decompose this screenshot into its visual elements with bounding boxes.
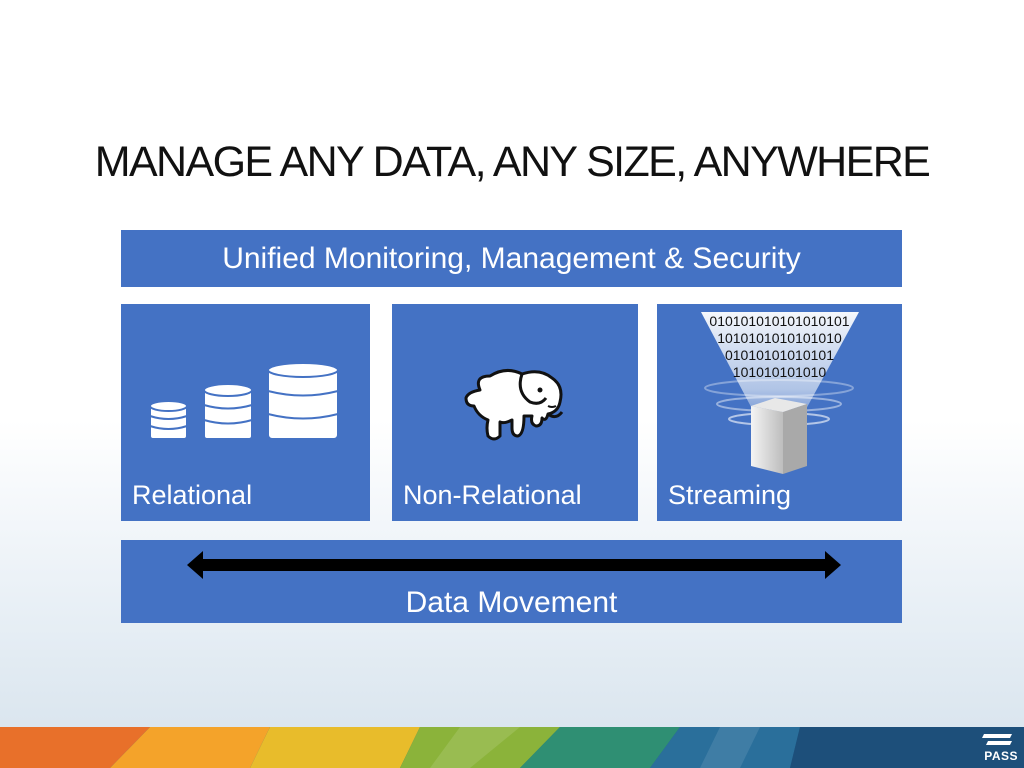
database-stack-icon (149, 362, 339, 440)
data-movement-panel: Data Movement (121, 540, 902, 623)
hadoop-elephant-icon (464, 369, 564, 441)
data-movement-label: Data Movement (405, 586, 618, 619)
pass-logo-text: PASS (984, 749, 1018, 763)
unified-monitoring-label: Unified Monitoring, Management & Securit… (222, 242, 801, 275)
relational-box: Relational (121, 304, 370, 521)
unified-monitoring-panel: Unified Monitoring, Management & Securit… (121, 230, 902, 287)
non-relational-label: Non-Relational (403, 480, 582, 510)
binary-stream-funnel-icon (701, 312, 859, 474)
streaming-label: Streaming (668, 480, 792, 510)
double-arrow-icon (187, 551, 841, 579)
binary-line-3: 01010101010101 (724, 347, 834, 363)
pass-logo-icon (982, 734, 1012, 745)
binary-line-2: 1010101010101010 (717, 330, 842, 346)
footer-color-band (0, 727, 1024, 768)
binary-line-1: 010101010101010101 (709, 313, 850, 329)
binary-line-4: 101010101010 (732, 364, 827, 380)
streaming-box: 010101010101010101 1010101010101010 0101… (657, 304, 902, 521)
non-relational-box: Non-Relational (392, 304, 638, 521)
slide-title: MANAGE ANY DATA, ANY SIZE, ANYWHERE (94, 138, 931, 186)
relational-label: Relational (132, 480, 253, 510)
